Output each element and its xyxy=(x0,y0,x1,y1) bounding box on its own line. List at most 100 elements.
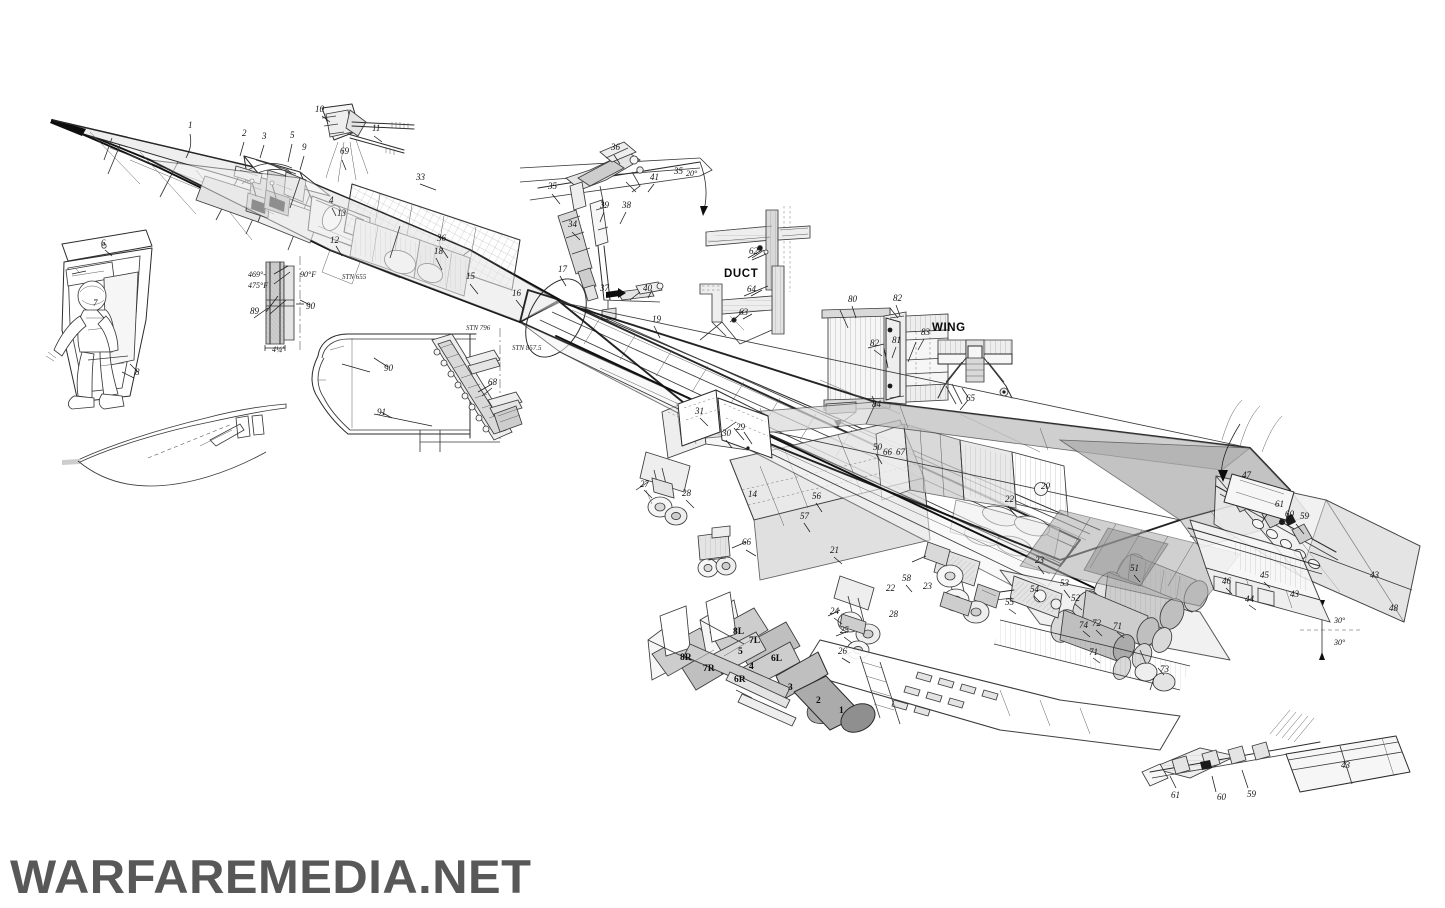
pilot-figure xyxy=(45,280,125,410)
forward-fuselage-nose xyxy=(50,119,561,323)
callout-number: 54 xyxy=(1030,584,1040,594)
callout-number: 62 xyxy=(749,246,759,256)
callout-number: 31 xyxy=(694,406,704,416)
callout-number: 83 xyxy=(921,327,931,337)
aft-gear xyxy=(1134,649,1176,692)
wheel-detail-inset xyxy=(697,525,747,578)
aircraft-silhouette-sketch xyxy=(62,403,287,487)
station-label: STN 857.5 xyxy=(512,344,542,352)
callout-number: 57 xyxy=(800,511,810,521)
callout-number: 28 xyxy=(889,609,899,619)
weapon-part-number: 6L xyxy=(771,654,782,664)
dimension-label: 4¼″ xyxy=(272,345,286,354)
callout-number: 50 xyxy=(873,442,883,452)
callout-number: 52 xyxy=(1071,593,1081,603)
callout-number: 73 xyxy=(1160,664,1170,674)
landing-gear-assemblies xyxy=(635,451,1176,692)
callout-number: 25 xyxy=(840,625,850,635)
main-gear-left xyxy=(827,575,881,660)
station-label: STN 655 xyxy=(342,273,367,281)
escape-capsule-detail xyxy=(321,103,415,183)
dimension-label: 30° xyxy=(1333,638,1346,647)
weapon-part-number: 4 xyxy=(749,662,754,672)
main-fuselage-cutaway xyxy=(519,278,1121,601)
callout-number: 43 xyxy=(1370,570,1380,580)
callout-number: 51 xyxy=(1130,563,1139,573)
canard-actuator-detail xyxy=(519,141,713,321)
callout-number: 22 xyxy=(886,583,896,593)
windshield-frame-detail xyxy=(311,328,501,452)
callout-number: 89 xyxy=(250,306,260,316)
section-title: WING xyxy=(932,322,966,334)
aft-deck-structure xyxy=(1187,473,1331,623)
weapon-part-number: 6R xyxy=(734,675,746,685)
callout-number: 3 xyxy=(261,131,267,141)
callout-number: 74 xyxy=(1079,620,1089,630)
callout-number: 6 xyxy=(101,238,106,248)
aft-actuator-inset xyxy=(1141,709,1411,793)
callout-number: 12 xyxy=(330,235,340,245)
callout-number: 82 xyxy=(870,338,880,348)
callout-number: 69 xyxy=(340,146,350,156)
callout-number: 36 xyxy=(436,233,447,243)
callout-number: 81 xyxy=(892,335,901,345)
callout-number: 41 xyxy=(650,172,659,182)
callout-number: 27 xyxy=(640,479,650,489)
structural-rail-detail xyxy=(431,333,523,441)
callout-number: 66 xyxy=(883,447,893,457)
callout-number: 91 xyxy=(377,407,386,417)
weapon-part-number: 8R xyxy=(680,653,692,663)
callout-number: 48 xyxy=(1389,603,1399,613)
antenna-wire-traces xyxy=(1221,399,1283,453)
callout-number: 8 xyxy=(135,367,140,377)
callout-number: 23 xyxy=(923,581,933,591)
callout-number: 82 xyxy=(893,293,903,303)
station-label: STN 796 xyxy=(466,324,491,332)
callout-number: 43 xyxy=(1290,589,1300,599)
callout-number: 38 xyxy=(621,200,632,210)
callout-number: 2 xyxy=(242,128,247,138)
callout-number: 22 xyxy=(1005,494,1015,504)
callout-number: 71 xyxy=(1089,647,1098,657)
callout-number: 66 xyxy=(742,537,752,547)
dimension-labels: 469°-475°F90°F4¼″20°30°30° xyxy=(248,169,1346,647)
callout-number: 36 xyxy=(610,142,621,152)
callout-number: 7 xyxy=(93,298,98,308)
callout-number: 23 xyxy=(1035,555,1045,565)
callout-number: 13 xyxy=(337,208,347,218)
callout-number: 90 xyxy=(384,363,394,373)
callout-number: 17 xyxy=(558,264,568,274)
callout-number: 71 xyxy=(1113,621,1122,631)
callout-number: 67 xyxy=(896,447,906,457)
nose-gear xyxy=(635,451,691,526)
bay-door-panels xyxy=(677,389,773,459)
weapon-part-number: 2 xyxy=(816,696,821,706)
wing-section-detail xyxy=(937,339,1013,411)
callout-number: 14 xyxy=(748,489,758,499)
callout-number: 18 xyxy=(434,246,444,256)
section-title: DUCT xyxy=(724,268,758,280)
weapon-part-number: 7L xyxy=(749,636,760,646)
callout-leader-lines xyxy=(96,115,1271,676)
dimension-label: 90°F xyxy=(300,270,316,279)
callout-number: 59 xyxy=(1247,789,1257,799)
callout-number: 45 xyxy=(1260,570,1270,580)
weapon-part-number: 7R xyxy=(703,664,715,674)
site-watermark: WARFAREMEDIA.NET xyxy=(10,850,532,903)
callout-number: 19 xyxy=(652,314,662,324)
callout-number: 58 xyxy=(902,573,912,583)
callout-number: 80 xyxy=(848,294,858,304)
callout-number: 59 xyxy=(1300,511,1310,521)
section-title-labels: DUCT WING xyxy=(724,268,966,334)
callout-number: 9 xyxy=(302,142,307,152)
weapon-part-number: 3 xyxy=(788,683,793,693)
callout-number: 5 xyxy=(290,130,295,140)
callout-number: 53 xyxy=(1060,578,1070,588)
callout-number: 61 xyxy=(1275,499,1284,509)
callout-number: 4 xyxy=(329,195,334,205)
callout-number: 55 xyxy=(1005,597,1015,607)
